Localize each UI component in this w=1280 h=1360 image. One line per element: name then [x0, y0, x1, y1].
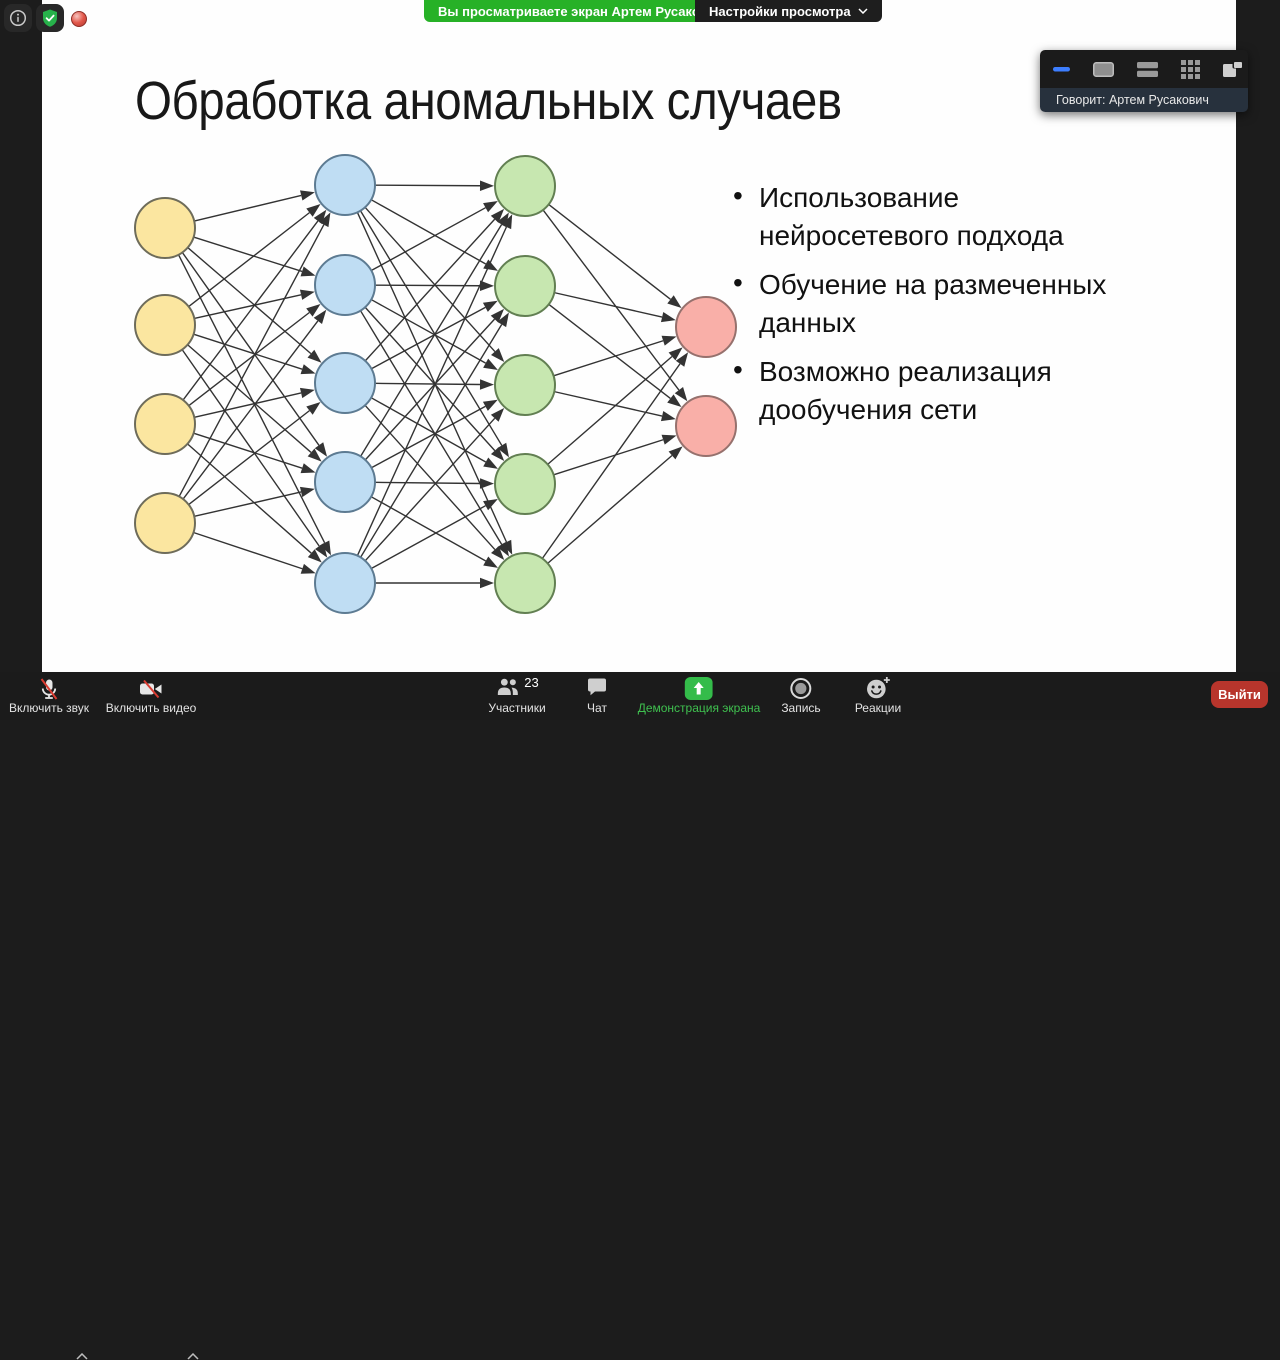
start-video-button[interactable]: Включить видео — [103, 672, 199, 720]
slide-bullet-list: • Использование нейросетевого подхода • … — [727, 179, 1207, 440]
active-speaker-bar: Говорит: Артем Русакович — [1040, 88, 1248, 112]
view-options-label: Настройки просмотра — [709, 3, 851, 19]
bullet-line: Обучение на размеченных — [759, 269, 1107, 300]
leave-label: Выйти — [1218, 687, 1261, 702]
share-screen-button[interactable]: Демонстрация экрана — [637, 672, 761, 720]
viewing-text: Вы просматриваете экран Артем Русакович — [438, 3, 724, 19]
strip-view-icon — [1137, 61, 1158, 77]
bullet-item: • Использование нейросетевого подхода — [727, 179, 1207, 255]
bullet-marker: • — [733, 267, 743, 298]
participants-count: 23 — [524, 675, 539, 690]
bullet-line: нейросетевого подхода — [759, 220, 1064, 251]
reactions-button[interactable]: Реакции — [855, 672, 901, 720]
neural-network-diagram — [134, 154, 737, 614]
bullet-marker: • — [733, 354, 743, 385]
chevron-down-icon — [858, 8, 868, 14]
meeting-info-button[interactable] — [4, 4, 32, 32]
gallery-view-button[interactable] — [1181, 59, 1200, 79]
audio-options-chevron-icon[interactable] — [76, 1353, 88, 1360]
unmute-button[interactable]: Включить звук — [6, 672, 92, 720]
security-button[interactable] — [36, 4, 64, 32]
slide-title: Обработка аномальных случаев — [135, 71, 842, 131]
bullet-line: дообучения сети — [759, 394, 978, 425]
info-icon — [9, 9, 27, 27]
reactions-smiley-icon — [866, 677, 890, 699]
leave-meeting-button[interactable]: Выйти — [1211, 681, 1268, 708]
microphone-muted-icon — [40, 678, 58, 700]
chat-label: Чат — [587, 701, 607, 715]
record-label: Запись — [781, 701, 821, 715]
popout-layout-icon — [1223, 60, 1242, 77]
participants-icon — [497, 678, 518, 695]
view-options-dropdown[interactable]: Настройки просмотра — [695, 0, 882, 22]
video-off-icon — [140, 679, 162, 699]
bullet-line: данных — [759, 307, 856, 338]
annotation-red-dot — [71, 11, 87, 27]
bullet-line: Возможно реализация — [759, 356, 1052, 387]
speaker-view-icon — [1093, 61, 1114, 77]
participants-button[interactable]: 23 Участники — [488, 672, 545, 720]
start-video-label: Включить видео — [105, 701, 197, 715]
record-icon — [790, 678, 812, 699]
minimize-view-button[interactable] — [1053, 66, 1070, 72]
record-button[interactable]: Запись — [781, 672, 821, 720]
minimize-icon — [1053, 66, 1070, 71]
bullet-item: • Возможно реализация дообучения сети — [727, 353, 1207, 429]
share-screen-icon — [685, 677, 713, 700]
popout-layout-button[interactable] — [1223, 60, 1242, 78]
strip-view-button[interactable] — [1137, 61, 1158, 77]
view-control-row — [1040, 50, 1248, 88]
gallery-grid-icon — [1181, 59, 1200, 79]
view-control-panel: Говорит: Артем Русакович — [1040, 50, 1248, 112]
screen-viewing-banner: Вы просматриваете экран Артем Русакович — [424, 0, 738, 22]
bullet-line: Использование — [759, 182, 960, 213]
reactions-label: Реакции — [854, 701, 902, 715]
speaker-view-button[interactable] — [1093, 61, 1114, 77]
shared-screen: Обработка аномальных случаев • Использов… — [42, 0, 1236, 672]
unmute-label: Включить звук — [8, 701, 90, 715]
chat-icon — [588, 678, 606, 696]
video-options-chevron-icon[interactable] — [187, 1353, 199, 1360]
bullet-marker: • — [733, 180, 743, 211]
security-shield-icon — [43, 9, 57, 27]
share-screen-label: Демонстрация экрана — [637, 701, 761, 715]
participants-label: Участники — [488, 701, 546, 715]
bullet-item: • Обучение на размеченных данных — [727, 266, 1207, 342]
chat-button[interactable]: Чат — [586, 672, 608, 720]
meeting-toolbar: Включить звук Включить видео — [0, 672, 1280, 1360]
active-speaker-text: Говорит: Артем Русакович — [1056, 93, 1209, 107]
